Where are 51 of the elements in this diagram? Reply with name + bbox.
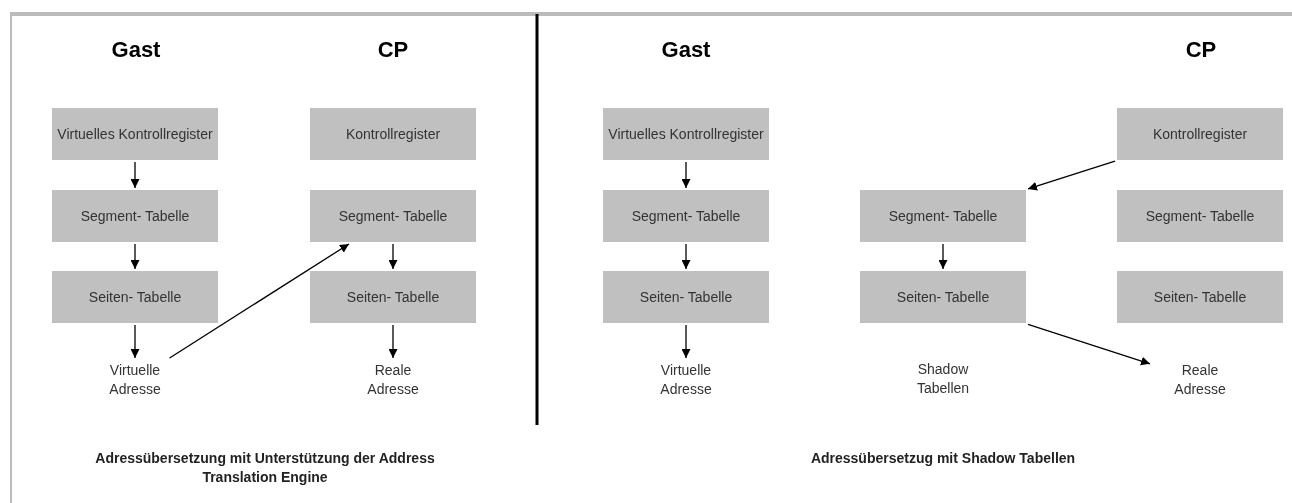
- arrow: [388, 243, 398, 270]
- caption: Adressübersetzug mit Shadow Tabellen: [809, 449, 1077, 468]
- box-text: Seiten- Tabelle: [638, 287, 734, 307]
- column-heading: CP: [376, 40, 410, 59]
- box-text: Segment- Tabelle: [337, 206, 449, 226]
- box-text: Virtuelle Adresse: [659, 361, 713, 399]
- box-text: Virtuelles Kontrollregister: [56, 124, 214, 144]
- box-text: Seiten- Tabelle: [1152, 287, 1248, 307]
- arrow: [1027, 323, 1151, 366]
- table-box: [1117, 190, 1283, 242]
- arrow: [681, 324, 691, 359]
- box-text: Segment- Tabelle: [630, 206, 742, 226]
- arrow: [168, 243, 350, 359]
- arrow: [681, 161, 691, 189]
- box-text: Reale Adresse: [1173, 361, 1227, 399]
- arrow: [130, 324, 140, 359]
- table-box: [1117, 108, 1283, 160]
- box-text: Virtuelle Adresse: [108, 361, 162, 399]
- box-text: Seiten- Tabelle: [87, 287, 183, 307]
- caption: Adressübersetzung mit Unterstützung der Address Translation Engine: [94, 449, 436, 487]
- table-box: [52, 271, 218, 323]
- box-text: Segment- Tabelle: [1144, 206, 1256, 226]
- arrow: [130, 161, 140, 189]
- arrow: [388, 324, 398, 359]
- column-label: Shadow Tabellen: [915, 360, 971, 398]
- box-text: Segment- Tabelle: [79, 206, 191, 226]
- box-text: Virtuelles Kontrollregister: [607, 124, 765, 144]
- column-heading: Gast: [660, 40, 712, 59]
- box-text: Kontrollregister: [344, 124, 442, 144]
- table-box: [52, 108, 218, 160]
- box-text: Segment- Tabelle: [887, 206, 999, 226]
- table-box: [860, 190, 1026, 242]
- table-box: [603, 108, 769, 160]
- table-box: [310, 190, 476, 242]
- box-text: Seiten- Tabelle: [345, 287, 441, 307]
- column-heading: CP: [1184, 40, 1218, 59]
- table-box: [603, 190, 769, 242]
- box-text: Reale Adresse: [366, 361, 420, 399]
- table-box: [603, 271, 769, 323]
- box-text: Seiten- Tabelle: [895, 287, 991, 307]
- table-box: [52, 190, 218, 242]
- table-box: [310, 108, 476, 160]
- arrow: [130, 243, 140, 270]
- table-box: [1117, 271, 1283, 323]
- arrow: [681, 243, 691, 270]
- arrow: [938, 243, 948, 270]
- table-box: [860, 271, 1026, 323]
- arrow: [1027, 160, 1116, 191]
- box-text: Kontrollregister: [1151, 124, 1249, 144]
- column-heading: Gast: [110, 40, 162, 59]
- table-box: [310, 271, 476, 323]
